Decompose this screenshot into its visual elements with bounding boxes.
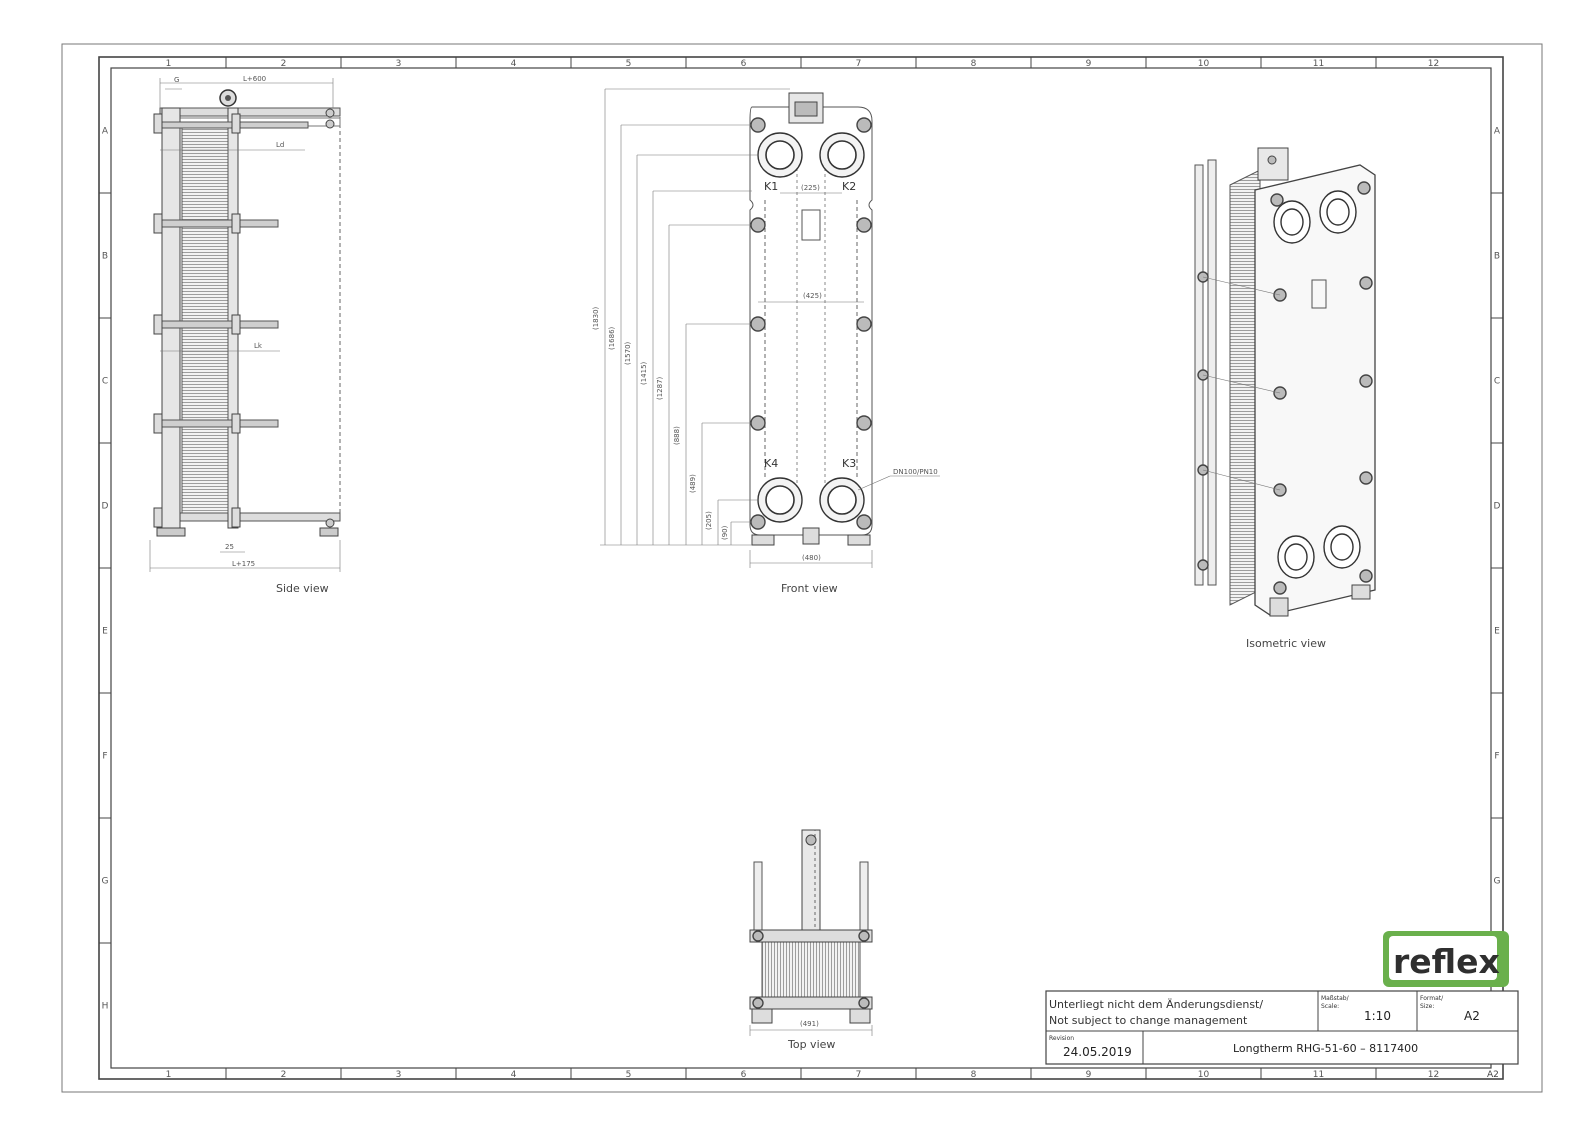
dim-1415: (1415) <box>640 361 648 385</box>
scale-label-de: Maßstab/ <box>1321 995 1350 1002</box>
top-view-label: Top view <box>787 1038 835 1051</box>
dim-1570: (1570) <box>624 341 632 365</box>
title-block: Unterliegt nicht dem Änderungsdienst/ No… <box>1045 990 1519 1065</box>
port-k3: K3 <box>842 457 856 470</box>
isometric-view: Isometric view <box>1194 147 1376 650</box>
drawing-title: Longtherm RHG-51-60 – 8117400 <box>1233 1042 1418 1055</box>
dim-lk: Lk <box>254 342 263 350</box>
port-k4: K4 <box>764 457 778 470</box>
zone-row-label: B <box>1494 252 1500 262</box>
dim-425: (425) <box>803 292 822 300</box>
dim-1830: (1830) <box>592 306 600 330</box>
side-view-label: Side view <box>276 582 329 595</box>
dim-1287: (1287) <box>656 376 664 400</box>
note-en: Not subject to change management <box>1049 1014 1248 1027</box>
flange-spec: DN100/PN10 <box>893 468 938 476</box>
zone-col-label: 11 <box>1313 1070 1324 1080</box>
zone-col-label: 4 <box>511 59 517 69</box>
dim-l175: L+175 <box>232 560 255 568</box>
zone-col-label: 11 <box>1313 59 1324 69</box>
zone-col-label: 6 <box>741 1070 747 1080</box>
revision-label: Revision <box>1049 1035 1074 1042</box>
zone-col-label: 1 <box>166 1070 172 1080</box>
note-de: Unterliegt nicht dem Änderungsdienst/ <box>1049 998 1263 1011</box>
front-view-label: Front view <box>781 582 838 595</box>
zone-col-label: 8 <box>971 1070 977 1080</box>
dim-888: (888) <box>673 426 681 445</box>
zone-row-label: B <box>102 252 108 262</box>
dim-489: (489) <box>689 474 697 493</box>
zone-row-label: A <box>102 127 109 137</box>
corner-size: A2 <box>1487 1070 1499 1080</box>
dim-l600: L+600 <box>243 75 266 83</box>
format-label-de: Format/ <box>1420 995 1444 1002</box>
format-value: A2 <box>1464 1009 1480 1023</box>
zone-col-label: 12 <box>1428 1070 1439 1080</box>
zone-col-label: 7 <box>856 59 862 69</box>
zone-row-label: F <box>102 752 107 762</box>
zone-row-label: G <box>1494 877 1501 887</box>
zone-col-label: 9 <box>1086 59 1092 69</box>
zone-row-label: D <box>102 502 109 512</box>
zone-col-label: 8 <box>971 59 977 69</box>
dim-480: (480) <box>802 554 821 562</box>
zone-col-label: 1 <box>166 59 172 69</box>
dim-205: (205) <box>705 511 713 530</box>
zone-col-label: 3 <box>396 59 402 69</box>
zone-col-label: 6 <box>741 59 747 69</box>
zone-row-label: D <box>1494 502 1501 512</box>
zone-row-label: C <box>1494 377 1500 387</box>
zone-col-label: 7 <box>856 1070 862 1080</box>
reflex-logo: reflex <box>1383 931 1509 987</box>
dim-1686: (1686) <box>608 326 616 350</box>
zone-row-label: H <box>102 1002 109 1012</box>
zone-col-label: 10 <box>1198 1070 1210 1080</box>
zone-col-label: 12 <box>1428 59 1439 69</box>
zone-col-label: 3 <box>396 1070 402 1080</box>
dim-90: (90) <box>721 525 729 540</box>
zone-col-label: 5 <box>626 1070 632 1080</box>
format-label-en: Size: <box>1420 1003 1434 1010</box>
dim-ld: Ld <box>276 141 284 149</box>
isometric-view-label: Isometric view <box>1246 637 1326 650</box>
zone-col-label: 2 <box>281 59 287 69</box>
zone-row-label: A <box>1494 127 1501 137</box>
dim-25: 25 <box>225 543 234 551</box>
port-k2: K2 <box>842 180 856 193</box>
revision-date: 24.05.2019 <box>1063 1045 1132 1059</box>
dim-g: G <box>174 76 179 84</box>
side-view: G L+600 Ld Lk 25 L+175 Side view <box>149 75 341 595</box>
zone-col-label: 9 <box>1086 1070 1092 1080</box>
scale-label-en: Scale: <box>1321 1003 1339 1010</box>
zone-col-label: 2 <box>281 1070 287 1080</box>
front-view: (1830) (1686) (1570) (1415) (1287) (888)… <box>592 88 940 595</box>
port-k1: K1 <box>764 180 778 193</box>
dim-225: (225) <box>801 184 820 192</box>
zone-col-label: 5 <box>626 59 632 69</box>
zone-row-label: F <box>1494 752 1499 762</box>
zone-col-label: 4 <box>511 1070 517 1080</box>
scale-value: 1:10 <box>1364 1009 1391 1023</box>
zone-ticks <box>99 57 1503 1079</box>
top-view: (491) Top view <box>749 829 873 1051</box>
zone-row-label: E <box>102 627 108 637</box>
zone-row-label: C <box>102 377 108 387</box>
zone-row-label: E <box>1494 627 1500 637</box>
zone-col-label: 10 <box>1198 59 1210 69</box>
dim-491: (491) <box>800 1020 819 1028</box>
zone-row-label: G <box>102 877 109 887</box>
logo-text: reflex <box>1393 942 1500 981</box>
